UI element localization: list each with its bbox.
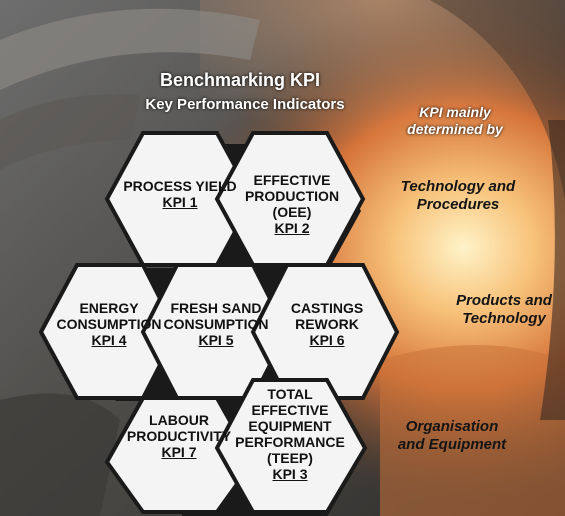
hex-name: EFFECTIVE PRODUCTION (OEE) [244,172,340,220]
hex-name: ENERGY CONSUMPTION [56,300,162,332]
hex-name: LABOUR PRODUCTIVITY [126,412,232,444]
hex-label-kpi-5: FRESH SAND CONSUMPTION KPI 5 [160,300,272,348]
kpi-number: KPI 3 [272,466,308,482]
hex-label-kpi-4: ENERGY CONSUMPTION KPI 4 [46,300,172,348]
kpi-number: KPI 7 [161,444,197,460]
hex-label-kpi-2: EFFECTIVE PRODUCTION (OEE) KPI 2 [238,172,346,236]
kpi-number: KPI 4 [91,332,127,348]
kpi-number: KPI 6 [309,332,345,348]
hex-kpi-3 [214,378,368,514]
hex-name: FRESH SAND CONSUMPTION [163,300,269,332]
diagram-subtitle: Key Performance Indicators [145,96,345,113]
kpi-number: KPI 5 [198,332,234,348]
row-label-2: Products and Technology [456,292,552,327]
hex-name: TOTAL EFFECTIVE EQUIPMENT PERFORMANCE (T… [235,386,345,466]
hex-name: PROCESS YIELD [123,178,237,194]
kpi-number: KPI 2 [274,220,310,236]
diagram-title: Benchmarking KPI [159,70,321,90]
hex-name: CASTINGS REWORK [290,300,364,332]
hex-label-kpi-6: CASTINGS REWORK KPI 6 [275,300,379,348]
kpi-number: KPI 1 [162,194,198,210]
hex-label-kpi-3: TOTAL EFFECTIVE EQUIPMENT PERFORMANCE (T… [232,386,348,482]
row-label-3: Organisation and Equipment [397,418,507,453]
hex-label-kpi-7: LABOUR PRODUCTIVITY KPI 7 [114,412,244,460]
hex-kpi-6 [250,263,400,400]
row-label-1: Technology and Procedures [400,178,516,213]
hex-kpi-7 [104,396,256,514]
hex-label-kpi-1: PROCESS YIELD KPI 1 [120,178,240,210]
determined-by-label: KPI mainly determined by [407,104,503,137]
